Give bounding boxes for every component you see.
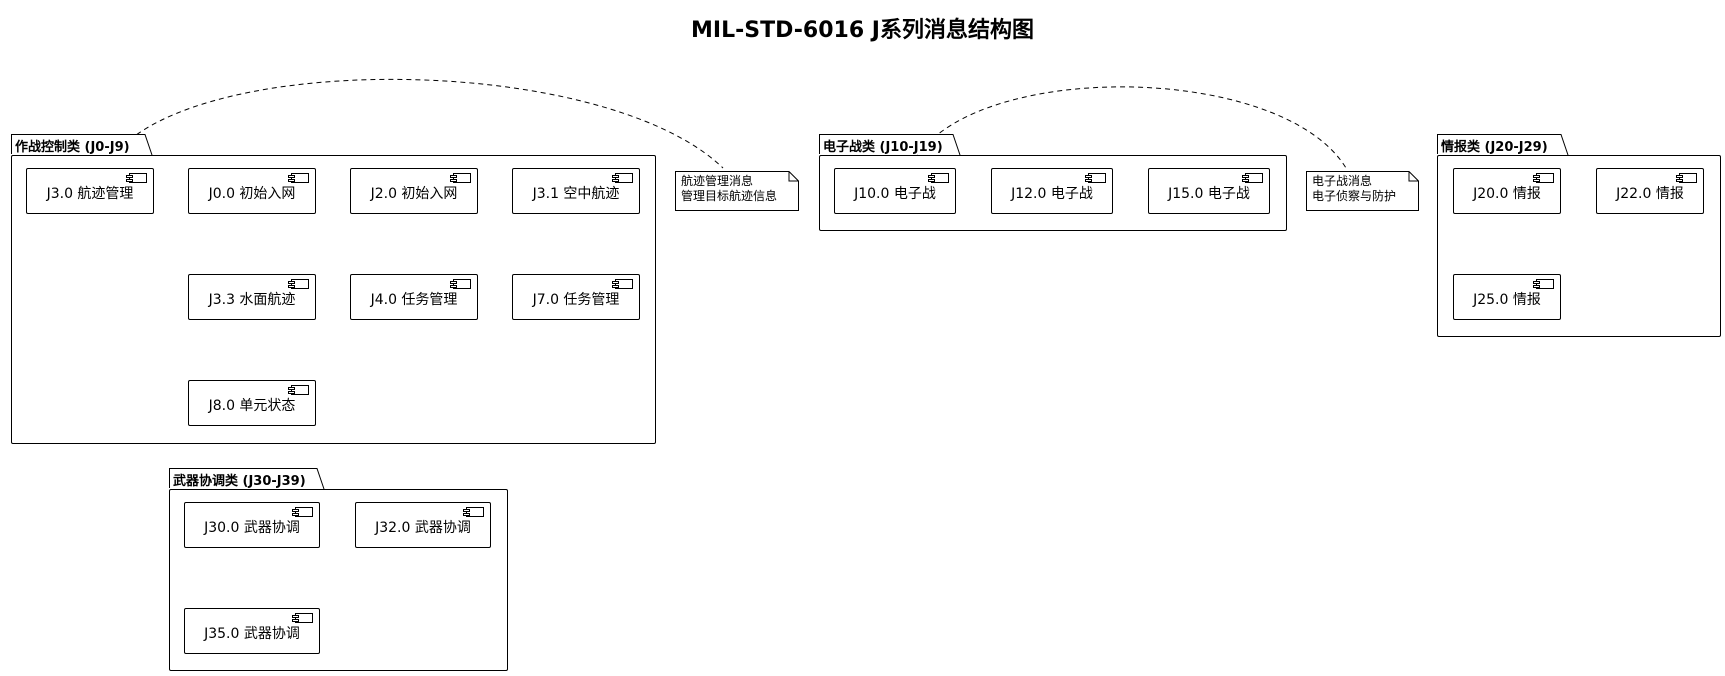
component-j15-0[interactable]: J15.0 电子战 bbox=[1148, 168, 1270, 214]
component-label: J10.0 电子战 bbox=[854, 186, 936, 202]
note-line: 电子侦察与防护 bbox=[1312, 189, 1397, 203]
component-icon bbox=[1242, 173, 1263, 183]
component-j3-1[interactable]: J3.1 空中航迹 bbox=[512, 168, 640, 214]
component-icon bbox=[292, 613, 313, 623]
package-tab-edge bbox=[144, 134, 153, 155]
component-icon bbox=[1533, 173, 1554, 183]
component-icon bbox=[292, 507, 313, 517]
note-frame bbox=[675, 171, 799, 211]
component-j3-0[interactable]: J3.0 航迹管理 bbox=[26, 168, 154, 214]
package-tab: 情报类 (J20-J29) bbox=[1437, 134, 1561, 155]
note-line: 航迹管理消息 bbox=[681, 174, 754, 188]
package-tab-edge bbox=[1560, 134, 1569, 155]
component-j32-0[interactable]: J32.0 武器协调 bbox=[355, 502, 491, 548]
component-icon bbox=[1085, 173, 1106, 183]
package-tab: 作战控制类 (J0-J9) bbox=[11, 134, 145, 155]
component-icon bbox=[928, 173, 949, 183]
component-label: J2.0 初始入网 bbox=[370, 186, 458, 202]
diagram-title: MIL-STD-6016 J系列消息结构图 bbox=[691, 18, 1034, 43]
package-label: 作战控制类 (J0-J9) bbox=[15, 140, 130, 155]
component-icon bbox=[450, 279, 471, 289]
component-j20-0[interactable]: J20.0 情报 bbox=[1453, 168, 1561, 214]
package-tab-edge bbox=[316, 468, 325, 489]
component-j35-0[interactable]: J35.0 武器协调 bbox=[184, 608, 320, 654]
component-label: J7.0 任务管理 bbox=[532, 292, 620, 308]
component-icon bbox=[1676, 173, 1697, 183]
component-j2-0[interactable]: J2.0 初始入网 bbox=[350, 168, 478, 214]
component-label: J3.3 水面航迹 bbox=[208, 292, 296, 308]
component-j10-0[interactable]: J10.0 电子战 bbox=[834, 168, 956, 214]
component-j8-0[interactable]: J8.0 单元状态 bbox=[188, 380, 316, 426]
component-icon bbox=[450, 173, 471, 183]
package-label: 武器协调类 (J30-J39) bbox=[173, 474, 306, 489]
ew-note-connector bbox=[910, 86, 1347, 169]
component-icon bbox=[126, 173, 147, 183]
note-frame bbox=[1306, 171, 1419, 211]
package-tab: 电子战类 (J10-J19) bbox=[819, 134, 953, 155]
component-j30-0[interactable]: J30.0 武器协调 bbox=[184, 502, 320, 548]
component-icon bbox=[1533, 279, 1554, 289]
component-label: J32.0 武器协调 bbox=[375, 520, 471, 536]
component-label: J22.0 情报 bbox=[1616, 186, 1684, 202]
component-icon bbox=[612, 279, 633, 289]
component-label: J30.0 武器协调 bbox=[204, 520, 300, 536]
component-label: J3.1 空中航迹 bbox=[532, 186, 620, 202]
component-label: J12.0 电子战 bbox=[1011, 186, 1093, 202]
note-track-management: 航迹管理消息 管理目标航迹信息 bbox=[675, 171, 799, 211]
component-label: J3.0 航迹管理 bbox=[46, 186, 134, 202]
component-icon bbox=[612, 173, 633, 183]
component-label: J20.0 情报 bbox=[1473, 186, 1541, 202]
component-label: J4.0 任务管理 bbox=[370, 292, 458, 308]
component-j7-0[interactable]: J7.0 任务管理 bbox=[512, 274, 640, 320]
component-label: J15.0 电子战 bbox=[1168, 186, 1250, 202]
note-electronic-warfare: 电子战消息 电子侦察与防护 bbox=[1306, 171, 1419, 211]
component-label: J35.0 武器协调 bbox=[204, 626, 300, 642]
component-icon bbox=[288, 385, 309, 395]
package-label: 情报类 (J20-J29) bbox=[1441, 140, 1548, 155]
component-icon bbox=[288, 279, 309, 289]
component-j12-0[interactable]: J12.0 电子战 bbox=[991, 168, 1113, 214]
component-label: J25.0 情报 bbox=[1473, 292, 1541, 308]
package-tab: 武器协调类 (J30-J39) bbox=[169, 468, 317, 489]
component-j0-0[interactable]: J0.0 初始入网 bbox=[188, 168, 316, 214]
component-j25-0[interactable]: J25.0 情报 bbox=[1453, 274, 1561, 320]
component-j22-0[interactable]: J22.0 情报 bbox=[1596, 168, 1704, 214]
package-label: 电子战类 (J10-J19) bbox=[823, 140, 943, 155]
package-tab-edge bbox=[952, 134, 961, 155]
note-line: 电子战消息 bbox=[1312, 174, 1373, 188]
component-j4-0[interactable]: J4.0 任务管理 bbox=[350, 274, 478, 320]
component-label: J0.0 初始入网 bbox=[208, 186, 296, 202]
component-label: J8.0 单元状态 bbox=[208, 398, 296, 414]
track-note-connector bbox=[105, 78, 724, 169]
component-icon bbox=[288, 173, 309, 183]
component-icon bbox=[463, 507, 484, 517]
component-j3-3[interactable]: J3.3 水面航迹 bbox=[188, 274, 316, 320]
note-line: 管理目标航迹信息 bbox=[681, 189, 778, 203]
